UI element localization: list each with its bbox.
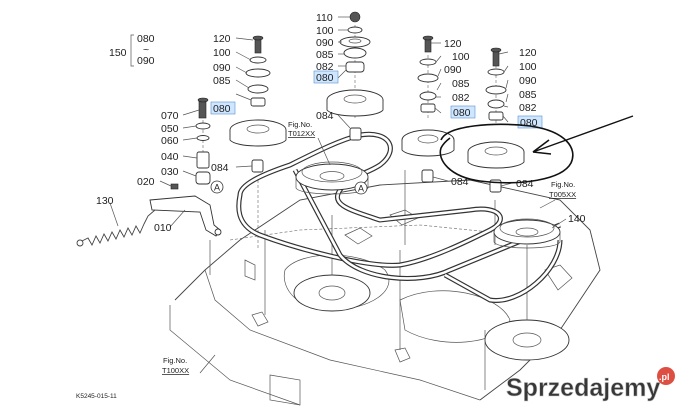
label-060: 060 [161,135,179,147]
label-120-idler-left: 120 [444,38,462,50]
label-090-idler-left: 090 [444,64,462,76]
label-050: 050 [161,123,179,135]
label-085-center: 085 [316,49,334,61]
part-stack-left [229,35,287,173]
annotation-circle-arrow [439,115,634,184]
reference-mark-a2-label: A [358,184,364,194]
drawing-code: K5245-015-11 [76,393,117,400]
label-100-idler-left: 100 [452,51,470,63]
label-084-center: 084 [316,110,334,122]
leader-lines [109,16,567,374]
label-085-idler-left: 085 [452,78,470,90]
tension-spring [76,209,156,247]
highlight-080-left [210,101,236,115]
label-090-idler-right: 090 [519,75,537,87]
tension-arm-assembly [149,97,222,237]
watermark-text: Sprzedajemy [506,374,660,402]
reference-mark-a2: A [354,181,368,195]
figref-2-title: Fig.No. [551,180,575,189]
figref-3-title: Fig.No. [163,356,187,365]
label-040: 040 [161,151,179,163]
label-084-left: 084 [211,162,229,174]
label-150-range-top: 080 [137,33,155,45]
figref-1-code: T012XX [288,129,315,138]
label-150-range-bottom: 090 [137,55,155,67]
label-110: 110 [316,12,333,24]
part-number-labels: 110 100 090 085 080 082 084 120 100 090 … [96,12,586,234]
drive-belt [236,131,563,303]
label-090-left: 090 [213,62,231,74]
label-070: 070 [161,110,179,122]
label-010: 010 [154,222,172,234]
label-085-idler-right: 085 [519,89,537,101]
label-020: 020 [137,176,155,188]
label-082-center: 082 [316,61,334,73]
reference-mark-a1: A [210,180,224,194]
label-100-idler-right: 100 [519,61,537,73]
label-150: 150 [109,47,127,59]
label-150-range-tilde: ~ [143,44,149,56]
label-100-left: 100 [213,47,231,59]
part-stack-idler-right [467,47,525,193]
reference-mark-a1-label: A [214,183,220,193]
figref-3-code: T100XX [162,366,189,375]
right-spindle-pulley [493,218,561,249]
label-090-center: 090 [316,37,334,49]
sprzedajemy-watermark: Sprzedajemy .pl [506,367,675,402]
highlight-080-center [313,70,339,84]
bracket-150 [130,34,134,67]
label-030: 030 [161,166,179,178]
label-080-center: 080 [316,72,334,84]
figure-references: Fig.No. T012XX Fig.No. T005XX Fig.No. T1… [162,120,576,375]
label-080-left: 080 [213,103,231,115]
mower-deck [169,25,601,406]
label-084-idler-left: 084 [451,176,469,188]
label-084-idler-right: 084 [516,178,534,190]
label-080-idler-left: 080 [453,107,471,119]
label-120-idler-right: 120 [519,47,537,59]
label-085-left: 085 [213,75,231,87]
label-082-idler-left: 082 [452,92,470,104]
label-100-center: 100 [316,25,334,37]
watermark-badge [657,367,675,385]
watermark-suffix: .pl [659,372,670,382]
part-stack-center [326,11,384,141]
label-140: 140 [568,213,586,225]
figref-2-code: T005XX [549,190,576,199]
label-082-idler-right: 082 [519,102,537,114]
figref-1-title: Fig.No. [288,120,312,129]
label-120-left: 120 [213,33,231,45]
highlight-080-idler-left [450,105,476,119]
label-130: 130 [96,195,114,207]
